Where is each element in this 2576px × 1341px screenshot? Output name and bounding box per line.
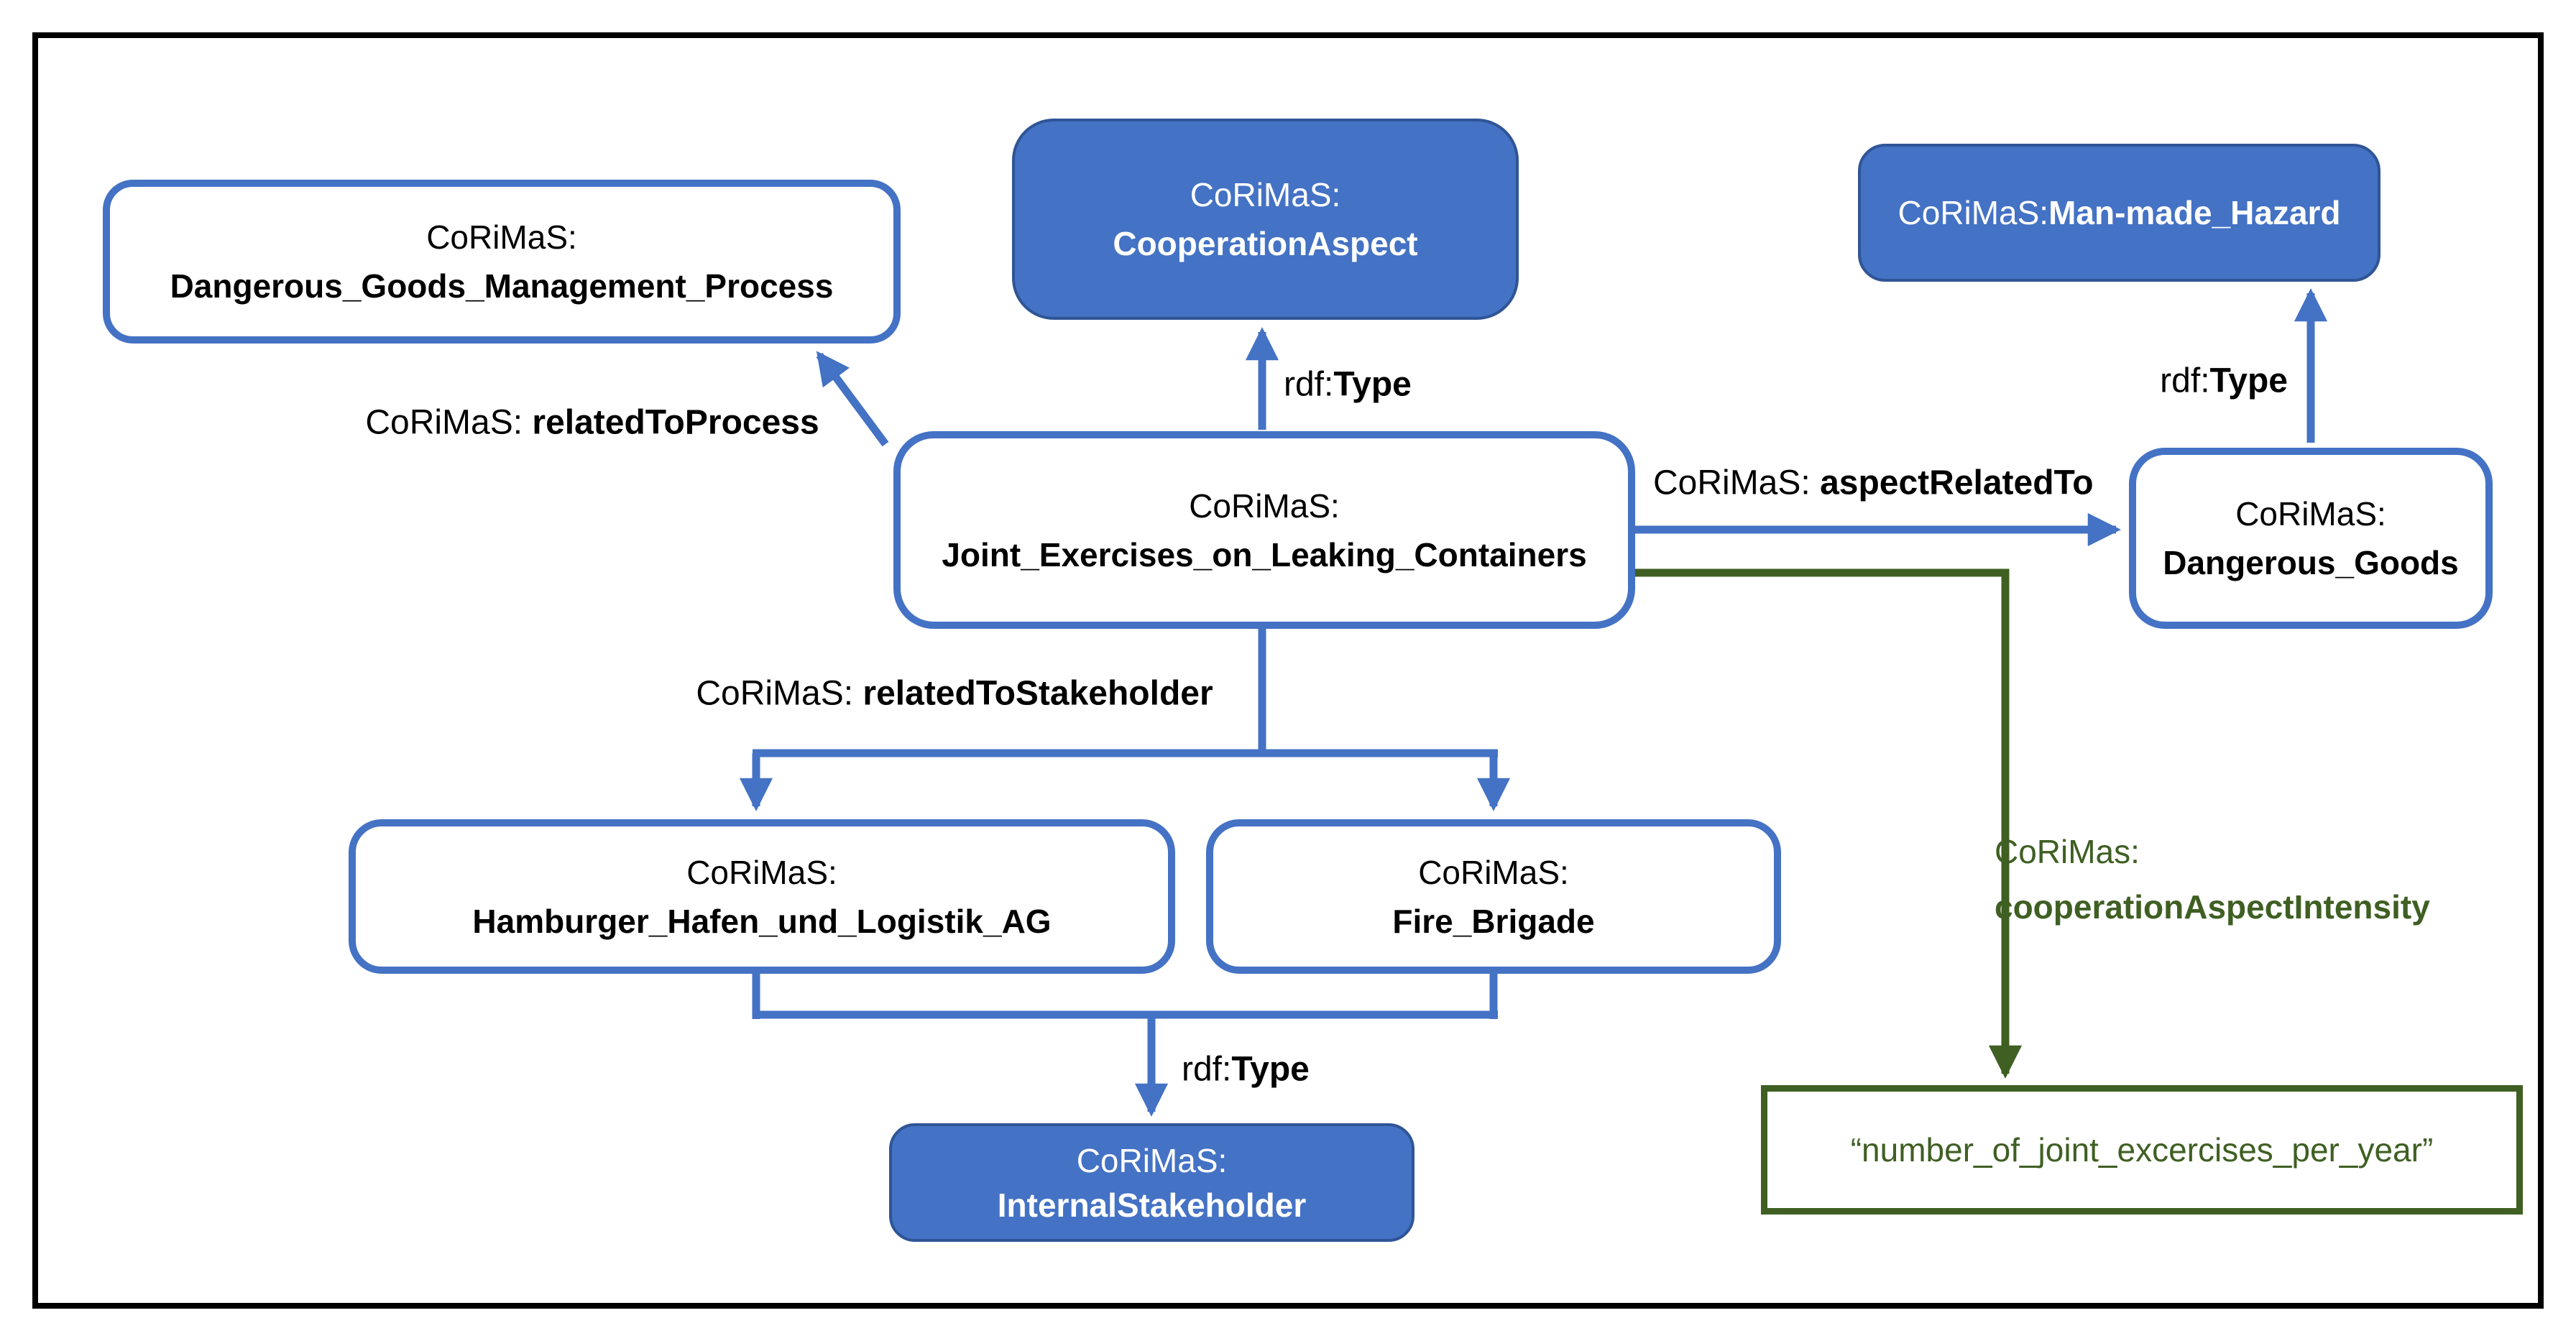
node-label: InternalStakeholder bbox=[997, 1186, 1307, 1224]
edge-label-rdf-type-right: rdf:Type bbox=[2160, 361, 2288, 401]
edge-name: cooperationAspectIntensity bbox=[1995, 888, 2430, 926]
node-prefix: CoRiMaS: bbox=[1076, 1141, 1228, 1179]
edge-name: aspectRelatedTo bbox=[1820, 464, 2094, 502]
edge-prefix: rdf: bbox=[1182, 1050, 1232, 1089]
diagram-border bbox=[32, 32, 2544, 1309]
node-label: Dangerous_Goods_Management_Process bbox=[170, 267, 834, 305]
node-joint-exercises-on-leaking-containers: CoRiMaS: Joint_Exercises_on_Leaking_Cont… bbox=[893, 431, 1635, 629]
node-man-made-hazard: CoRiMaS: Man-made_Hazard bbox=[1858, 144, 2380, 282]
edge-label-cooperation-aspect-intensity-prefix: CoRiMas: bbox=[1995, 832, 2140, 871]
edge-prefix: CoRiMaS: bbox=[1653, 464, 1821, 502]
edge-label-aspect-related-to: CoRiMaS: aspectRelatedTo bbox=[1653, 464, 2094, 503]
node-prefix: CoRiMaS: bbox=[426, 218, 577, 256]
edge-prefix: CoRiMaS: bbox=[696, 674, 863, 713]
node-label: Fire_Brigade bbox=[1392, 902, 1595, 940]
edge-prefix: CoRiMas: bbox=[1995, 833, 2140, 870]
node-prefix: CoRiMaS: bbox=[1418, 853, 1569, 891]
node-prefix: CoRiMaS: bbox=[686, 853, 837, 891]
arrow-related-to-process bbox=[816, 351, 889, 447]
edge-prefix: rdf: bbox=[1284, 365, 1334, 404]
arrow-cooperation-aspect-intensity bbox=[1635, 568, 2023, 1079]
node-internal-stakeholder: CoRiMaS: InternalStakeholder bbox=[889, 1123, 1414, 1242]
node-hamburger-hafen-und-logistik-ag: CoRiMaS: Hamburger_Hafen_und_Logistik_AG bbox=[349, 819, 1175, 974]
edge-name: Type bbox=[1231, 1050, 1310, 1089]
node-fire-brigade: CoRiMaS: Fire_Brigade bbox=[1206, 819, 1781, 974]
node-label: Hamburger_Hafen_und_Logistik_AG bbox=[472, 902, 1052, 940]
edge-label-cooperation-aspect-intensity-name: cooperationAspectIntensity bbox=[1995, 888, 2430, 926]
edge-label-related-to-stakeholder: CoRiMaS: relatedToStakeholder bbox=[696, 674, 1213, 714]
node-prefix: CoRiMaS: bbox=[1898, 194, 2049, 231]
edge-prefix: rdf: bbox=[2160, 361, 2210, 400]
edge-label-rdf-type-top: rdf:Type bbox=[1284, 365, 1412, 405]
edge-name: Type bbox=[1333, 365, 1412, 404]
node-label: CooperationAspect bbox=[1113, 225, 1418, 262]
node-label: Joint_Exercises_on_Leaking_Containers bbox=[942, 535, 1587, 573]
node-prefix: CoRiMaS: bbox=[2235, 495, 2386, 533]
node-prefix: CoRiMaS: bbox=[1189, 487, 1340, 525]
node-cooperation-aspect: CoRiMaS: CooperationAspect bbox=[1012, 119, 1519, 320]
node-label: Dangerous_Goods bbox=[2163, 544, 2459, 581]
edge-name: relatedToStakeholder bbox=[862, 674, 1213, 713]
edge-name: Type bbox=[2209, 361, 2288, 400]
node-intensity-literal: “number_of_joint_excercises_per_year” bbox=[1761, 1085, 2523, 1215]
literal-text: “number_of_joint_excercises_per_year” bbox=[1850, 1131, 2434, 1169]
node-prefix: CoRiMaS: bbox=[1190, 176, 1341, 213]
node-dangerous-goods: CoRiMaS: Dangerous_Goods bbox=[2129, 448, 2493, 629]
edge-name: relatedToProcess bbox=[532, 403, 819, 442]
node-dangerous-goods-management-process: CoRiMaS: Dangerous_Goods_Management_Proc… bbox=[103, 180, 901, 344]
edge-prefix: CoRiMaS: bbox=[365, 403, 533, 442]
node-label: Man-made_Hazard bbox=[2048, 194, 2341, 231]
edge-label-related-to-process: CoRiMaS: relatedToProcess bbox=[365, 403, 819, 443]
edge-label-rdf-type-bottom: rdf:Type bbox=[1182, 1050, 1310, 1089]
